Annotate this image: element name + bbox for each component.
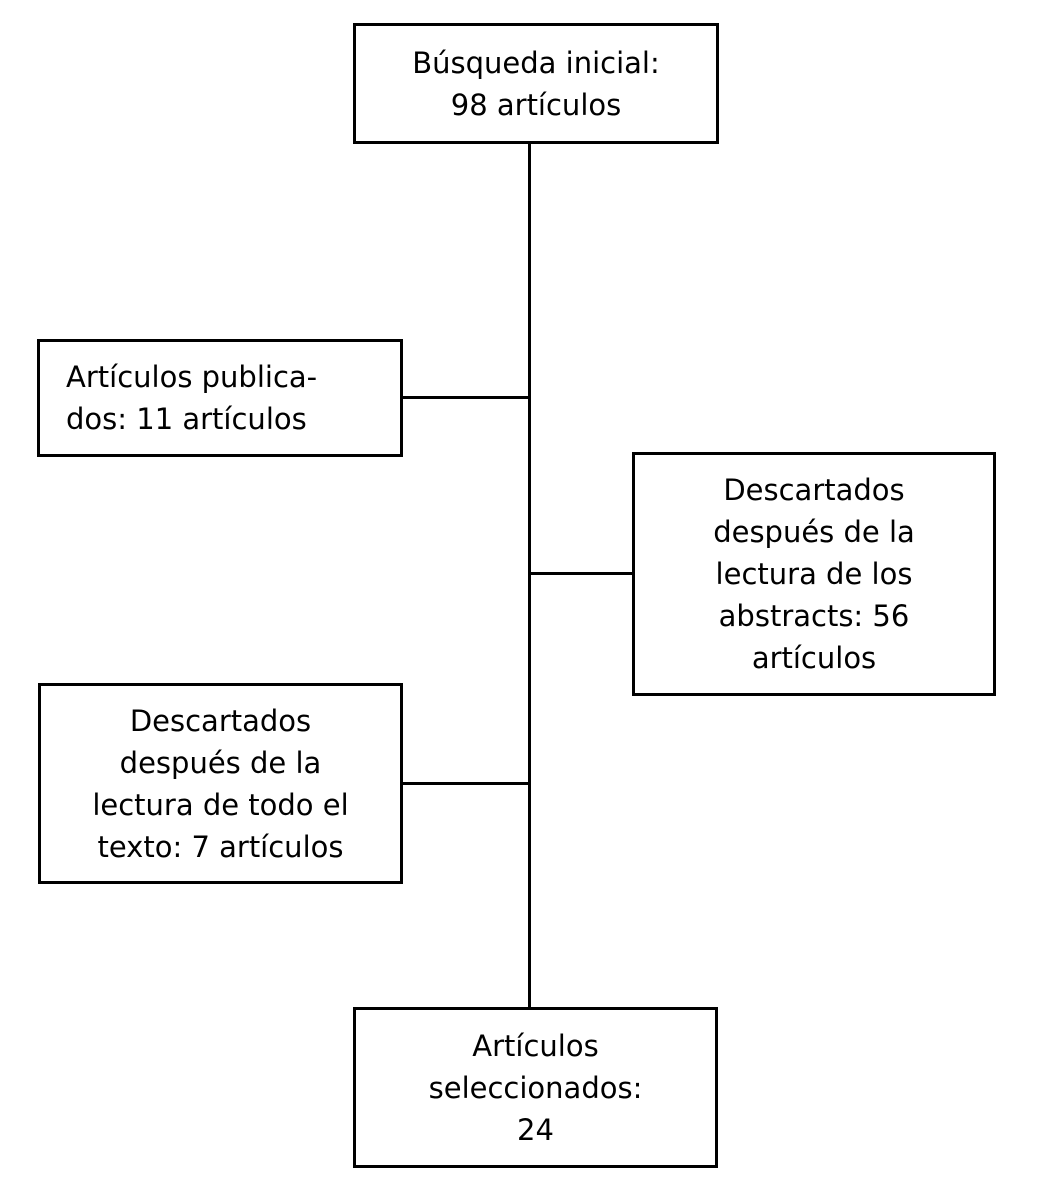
flow-box-discarded-abstracts-label: Descartados después de la lectura de los… [713, 473, 915, 675]
connector-discarded-abstracts-branch [530, 572, 633, 575]
connector-discarded-fulltext-branch [402, 782, 529, 785]
connector-published-branch [401, 396, 529, 399]
flow-box-discarded-fulltext: Descartados después de la lectura de tod… [38, 683, 403, 884]
connector-vertical-spine [528, 142, 531, 1008]
flow-box-discarded-abstracts: Descartados después de la lectura de los… [632, 452, 996, 696]
flow-box-selected: Artículos seleccionados: 24 [353, 1007, 718, 1168]
flow-box-discarded-fulltext-label: Descartados después de la lectura de tod… [92, 703, 349, 864]
flow-box-published-label: Artículos publica- dos: 11 artículos [66, 360, 318, 436]
flow-box-published: Artículos publica- dos: 11 artículos [37, 339, 403, 457]
flow-box-selected-label: Artículos seleccionados: 24 [428, 1028, 643, 1147]
flow-box-initial-search-label: Búsqueda inicial: 98 artículos [412, 45, 660, 122]
flow-box-initial-search: Búsqueda inicial: 98 artículos [353, 23, 719, 144]
